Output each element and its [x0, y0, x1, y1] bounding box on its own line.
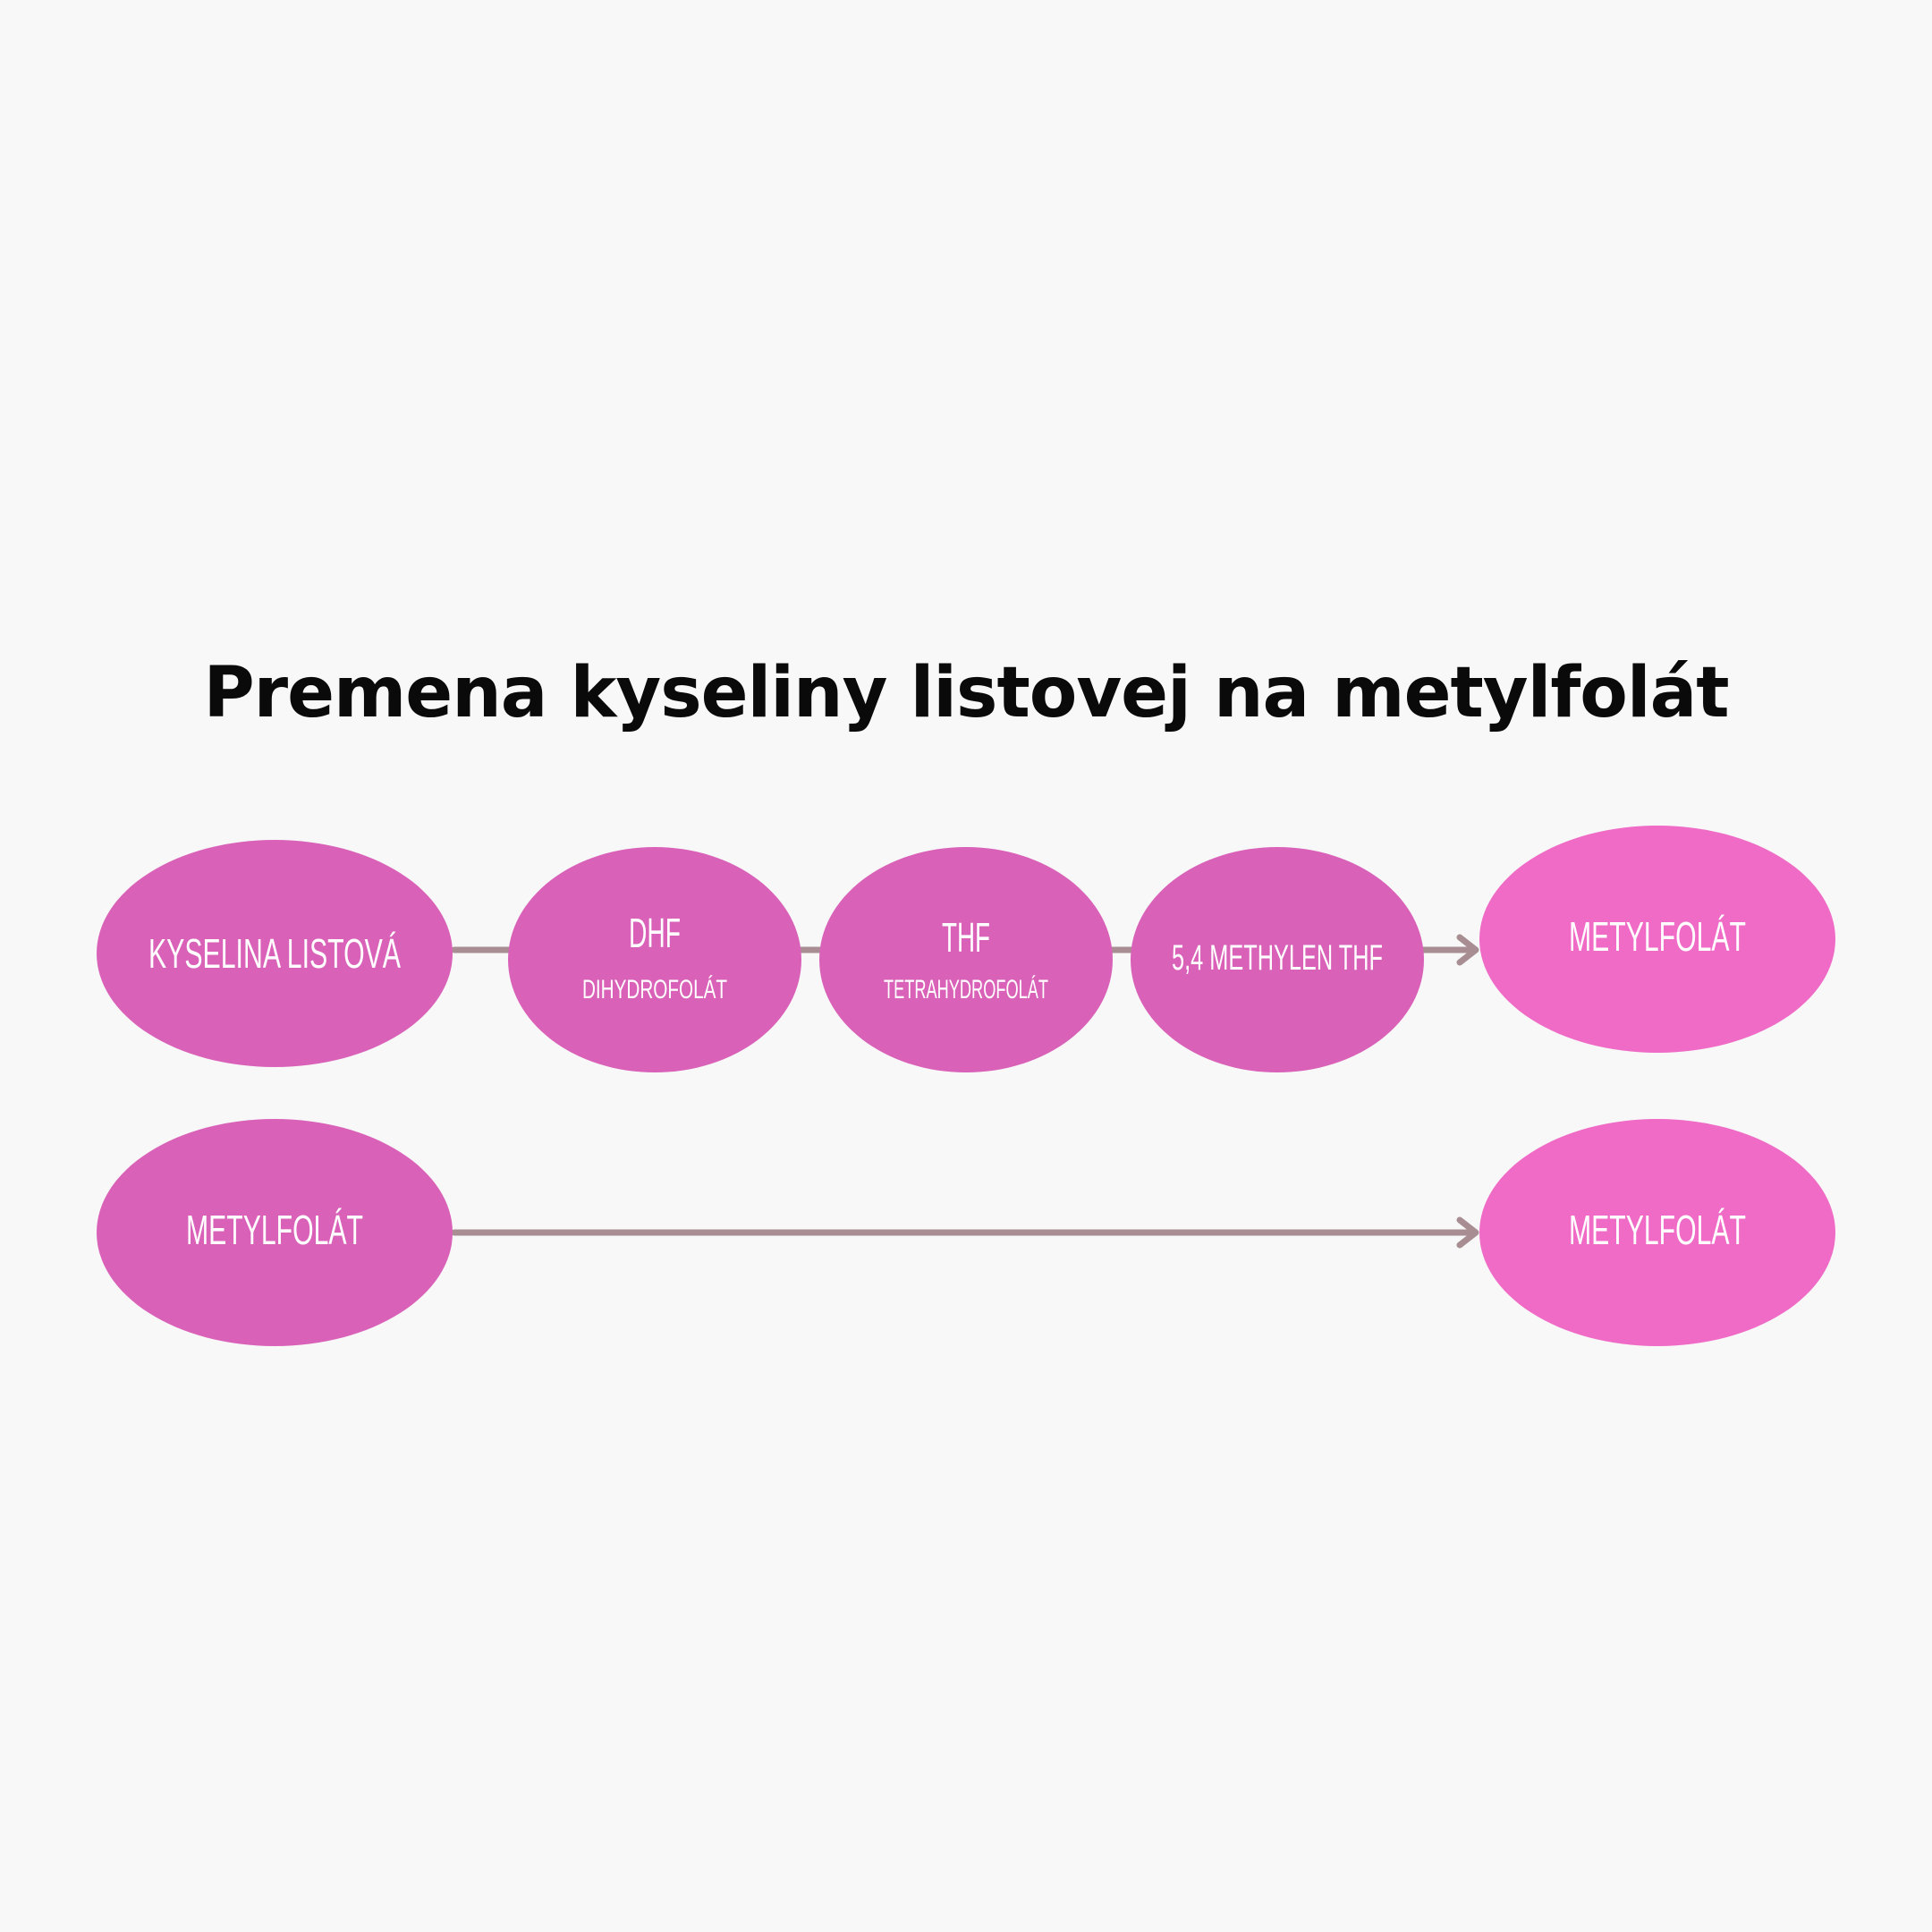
node-thf: THF TETRAHYDROFOLÁT	[819, 847, 1113, 1072]
node-sublabel: DIHYDROFOLÁT	[582, 975, 727, 1004]
arrowhead-row2	[1456, 1216, 1479, 1249]
node-label: METYLFOLÁT	[186, 1207, 363, 1253]
node-methylen-thf: 5,4 METHYLEN THF	[1131, 847, 1424, 1072]
node-dhf: DHF DIHYDROFOLÁT	[508, 847, 801, 1072]
node-label: KYSELINA LISTOVÁ	[148, 930, 401, 977]
node-kyselina-listova: KYSELINA LISTOVÁ	[97, 840, 453, 1067]
diagram-title: Premena kyseliny listovej na metylfolát	[203, 653, 1729, 733]
node-metylfolat-source: METYLFOLÁT	[97, 1119, 453, 1346]
node-metylfolat-result-2: METYLFOLÁT	[1479, 1119, 1835, 1346]
node-sublabel: TETRAHYDROFOLÁT	[884, 975, 1048, 1004]
node-label: METYLFOLÁT	[1569, 913, 1746, 960]
node-label: DHF	[629, 910, 681, 956]
node-label: 5,4 METHYLEN THF	[1172, 938, 1383, 978]
node-label: METYLFOLÁT	[1569, 1207, 1746, 1253]
arrowhead-4	[1456, 934, 1479, 966]
node-label: THF	[942, 914, 990, 961]
node-metylfolat-result-1: METYLFOLÁT	[1479, 826, 1835, 1053]
